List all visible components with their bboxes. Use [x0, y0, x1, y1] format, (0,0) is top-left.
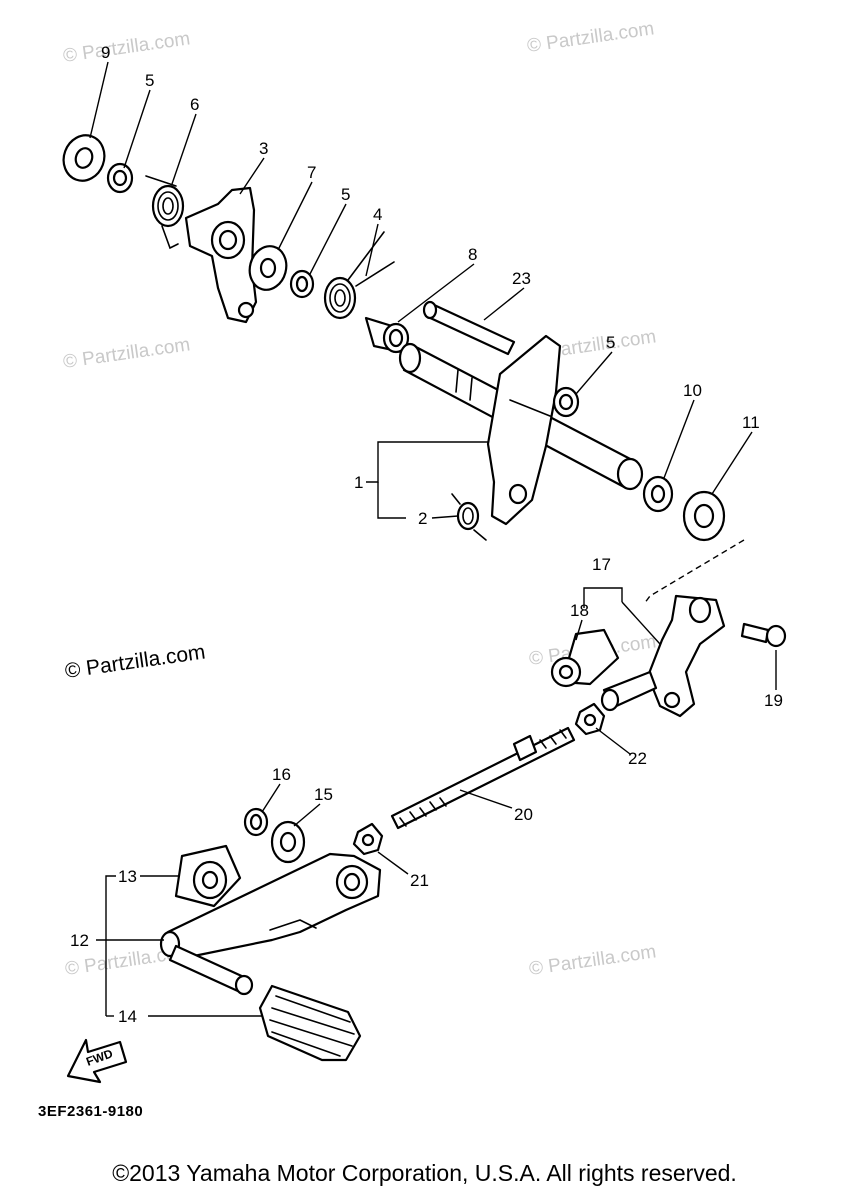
callouts: 9 5 6 3 7 5 4 8 23 5 10 11 1 2 17 18 19 … [70, 43, 783, 1026]
part-4-spring [323, 231, 395, 320]
callout-4: 4 [373, 205, 382, 224]
part-22-nut [574, 702, 606, 736]
watermark: © Partzilla.com [528, 941, 658, 980]
part-7-washer [248, 245, 288, 291]
part-8-collar [364, 316, 410, 354]
part-19-bolt [740, 622, 787, 648]
part-21-nut [352, 822, 384, 856]
callout-21: 21 [410, 871, 429, 890]
part-2-spring [451, 493, 487, 541]
leader-lines [89, 61, 777, 1017]
part-9-washer [62, 134, 106, 182]
part-1-shift-shaft [398, 334, 644, 526]
callout-8: 8 [468, 245, 477, 264]
diagram-code: 3EF2361-9180 [38, 1103, 144, 1120]
callout-11: 11 [742, 413, 760, 432]
part-rod-end [600, 670, 658, 712]
callout-19: 19 [764, 691, 783, 710]
callout-10: 10 [683, 381, 702, 400]
callout-5: 5 [606, 333, 615, 352]
part-17-shift-arm [646, 594, 726, 718]
callout-20: 20 [514, 805, 533, 824]
callout-14: 14 [118, 1007, 137, 1026]
watermark: © Partzilla.com [62, 28, 192, 67]
callout-7: 7 [307, 163, 316, 182]
callout-9: 9 [101, 43, 110, 62]
watermark: © Partzilla.com [62, 334, 192, 373]
part-14-pedal-rubber [258, 984, 362, 1062]
callout-3: 3 [259, 139, 268, 158]
part-5-circlip [552, 386, 580, 418]
part-16-circlip [243, 807, 269, 837]
callout-18: 18 [570, 601, 589, 620]
part-12-shift-pedal [159, 852, 382, 996]
part-11-oil-seal [682, 490, 726, 542]
callout-13: 13 [118, 867, 137, 886]
part-18-bushing [550, 628, 620, 688]
part-10-washer [642, 475, 674, 513]
part-23-pin [422, 300, 516, 356]
callout-23: 23 [512, 269, 531, 288]
part-5-circlip [289, 269, 315, 299]
callout-17: 17 [592, 555, 611, 574]
callout-1: 1 [354, 473, 363, 492]
copyright-notice: ©2013 Yamaha Motor Corporation, U.S.A. A… [112, 1160, 737, 1186]
callout-12: 12 [70, 931, 89, 950]
callout-5: 5 [145, 71, 154, 90]
part-5-circlip [106, 162, 134, 194]
callout-5: 5 [341, 185, 350, 204]
callout-15: 15 [314, 785, 333, 804]
dashed-assembly-line [643, 539, 745, 605]
callout-6: 6 [190, 95, 199, 114]
part-3-lever [184, 186, 258, 324]
watermark: © Partzilla.com [526, 18, 656, 57]
part-15-washer [270, 820, 306, 864]
callout-2: 2 [418, 509, 427, 528]
part-6-spring [145, 175, 185, 250]
part-13-bushing [174, 844, 242, 908]
fwd-arrow-icon: FWD [66, 1038, 128, 1084]
watermark-strong: © Partzilla.com [63, 640, 206, 682]
callout-22: 22 [628, 749, 647, 768]
part-20-shift-rod [390, 726, 576, 830]
callout-16: 16 [272, 765, 291, 784]
